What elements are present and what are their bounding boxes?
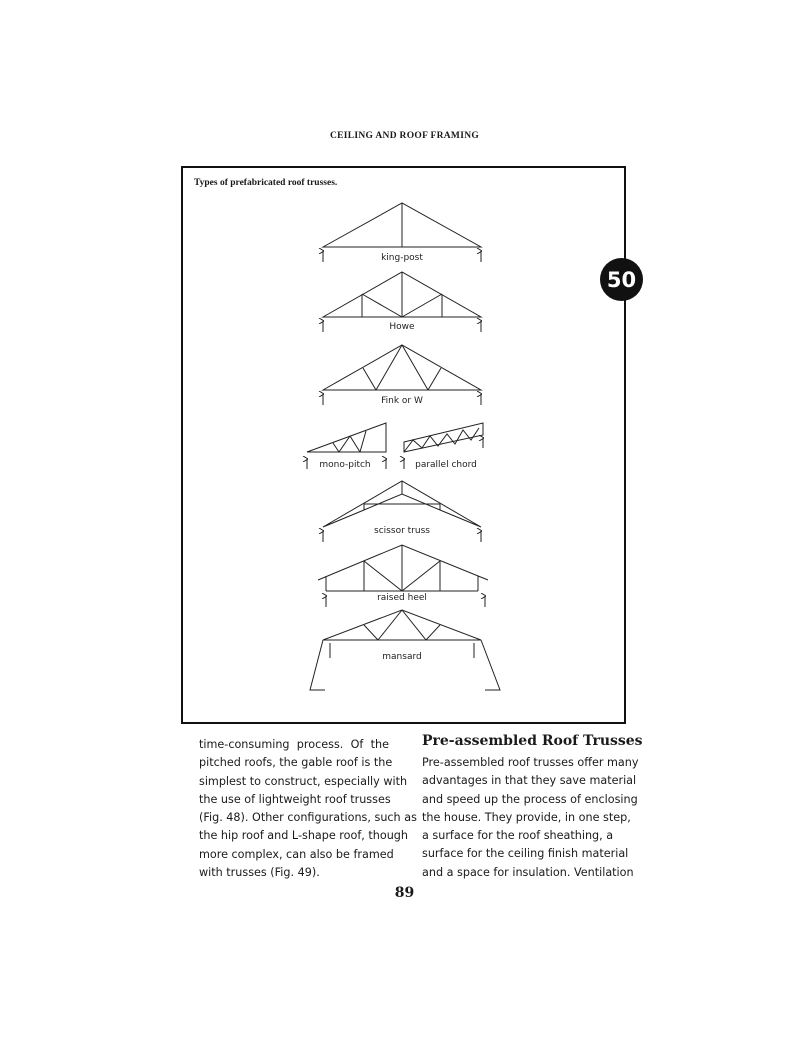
text-line: the hip roof and L-shape roof, though — [199, 829, 409, 843]
truss-king-post — [323, 202, 483, 262]
text-line: (Fig. 48). Other configurations, such as — [199, 811, 417, 825]
truss-howe — [323, 271, 483, 332]
text-line: advantages in that they save material — [422, 774, 637, 788]
truss-label-king-post: king-post — [381, 253, 423, 263]
running-header: CEILING AND ROOF FRAMING — [329, 131, 480, 141]
text-line: time-consuming process. Of the — [199, 738, 389, 751]
truss-label-scissor: scissor truss — [374, 526, 430, 536]
left-column-text: time-consuming process. Of the pitched r… — [199, 736, 417, 882]
figure-caption: Types of prefabricated roof trusses. — [194, 178, 338, 188]
truss-fink — [323, 344, 483, 405]
truss-mansard — [309, 609, 501, 691]
figure-number-badge: 50 — [600, 258, 643, 301]
text-line: simplest to construct, especially with — [199, 774, 408, 788]
text-line: surface for the ceiling finish material — [422, 847, 629, 861]
section-heading: Pre-assembled Roof Trusses — [422, 733, 643, 749]
text-line: Pre-assembled roof trusses offer many — [422, 756, 639, 769]
truss-label-parallel-chord: parallel chord — [415, 460, 477, 470]
truss-label-fink: Fink or W — [381, 396, 423, 406]
text-line: pitched roofs, the gable roof is the — [199, 756, 393, 770]
truss-label-howe: Howe — [389, 322, 415, 332]
text-line: and speed up the process of enclosing — [422, 792, 638, 806]
truss-parallel-chord — [404, 422, 483, 469]
text-line: and a space for insulation. Ventilation — [422, 865, 634, 879]
truss-mono-pitch — [307, 422, 386, 469]
truss-raised-heel — [317, 544, 489, 607]
truss-label-mono-pitch: mono-pitch — [319, 460, 370, 470]
text-line: the use of lightweight roof trusses — [199, 792, 391, 806]
text-line: a surface for the roof sheathing, a — [422, 829, 614, 843]
truss-scissor — [323, 480, 481, 542]
text-line: more complex, can also be framed — [199, 847, 394, 861]
right-column-text: Pre-assembled roof trusses offer many ad… — [422, 754, 639, 882]
truss-label-mansard: mansard — [382, 652, 421, 662]
truss-label-raised-heel: raised heel — [377, 593, 427, 603]
text-line: with trusses (Fig. 49). — [199, 866, 320, 880]
page-number: 89 — [394, 885, 415, 901]
text-line: the house. They provide, in one step, — [422, 810, 631, 824]
